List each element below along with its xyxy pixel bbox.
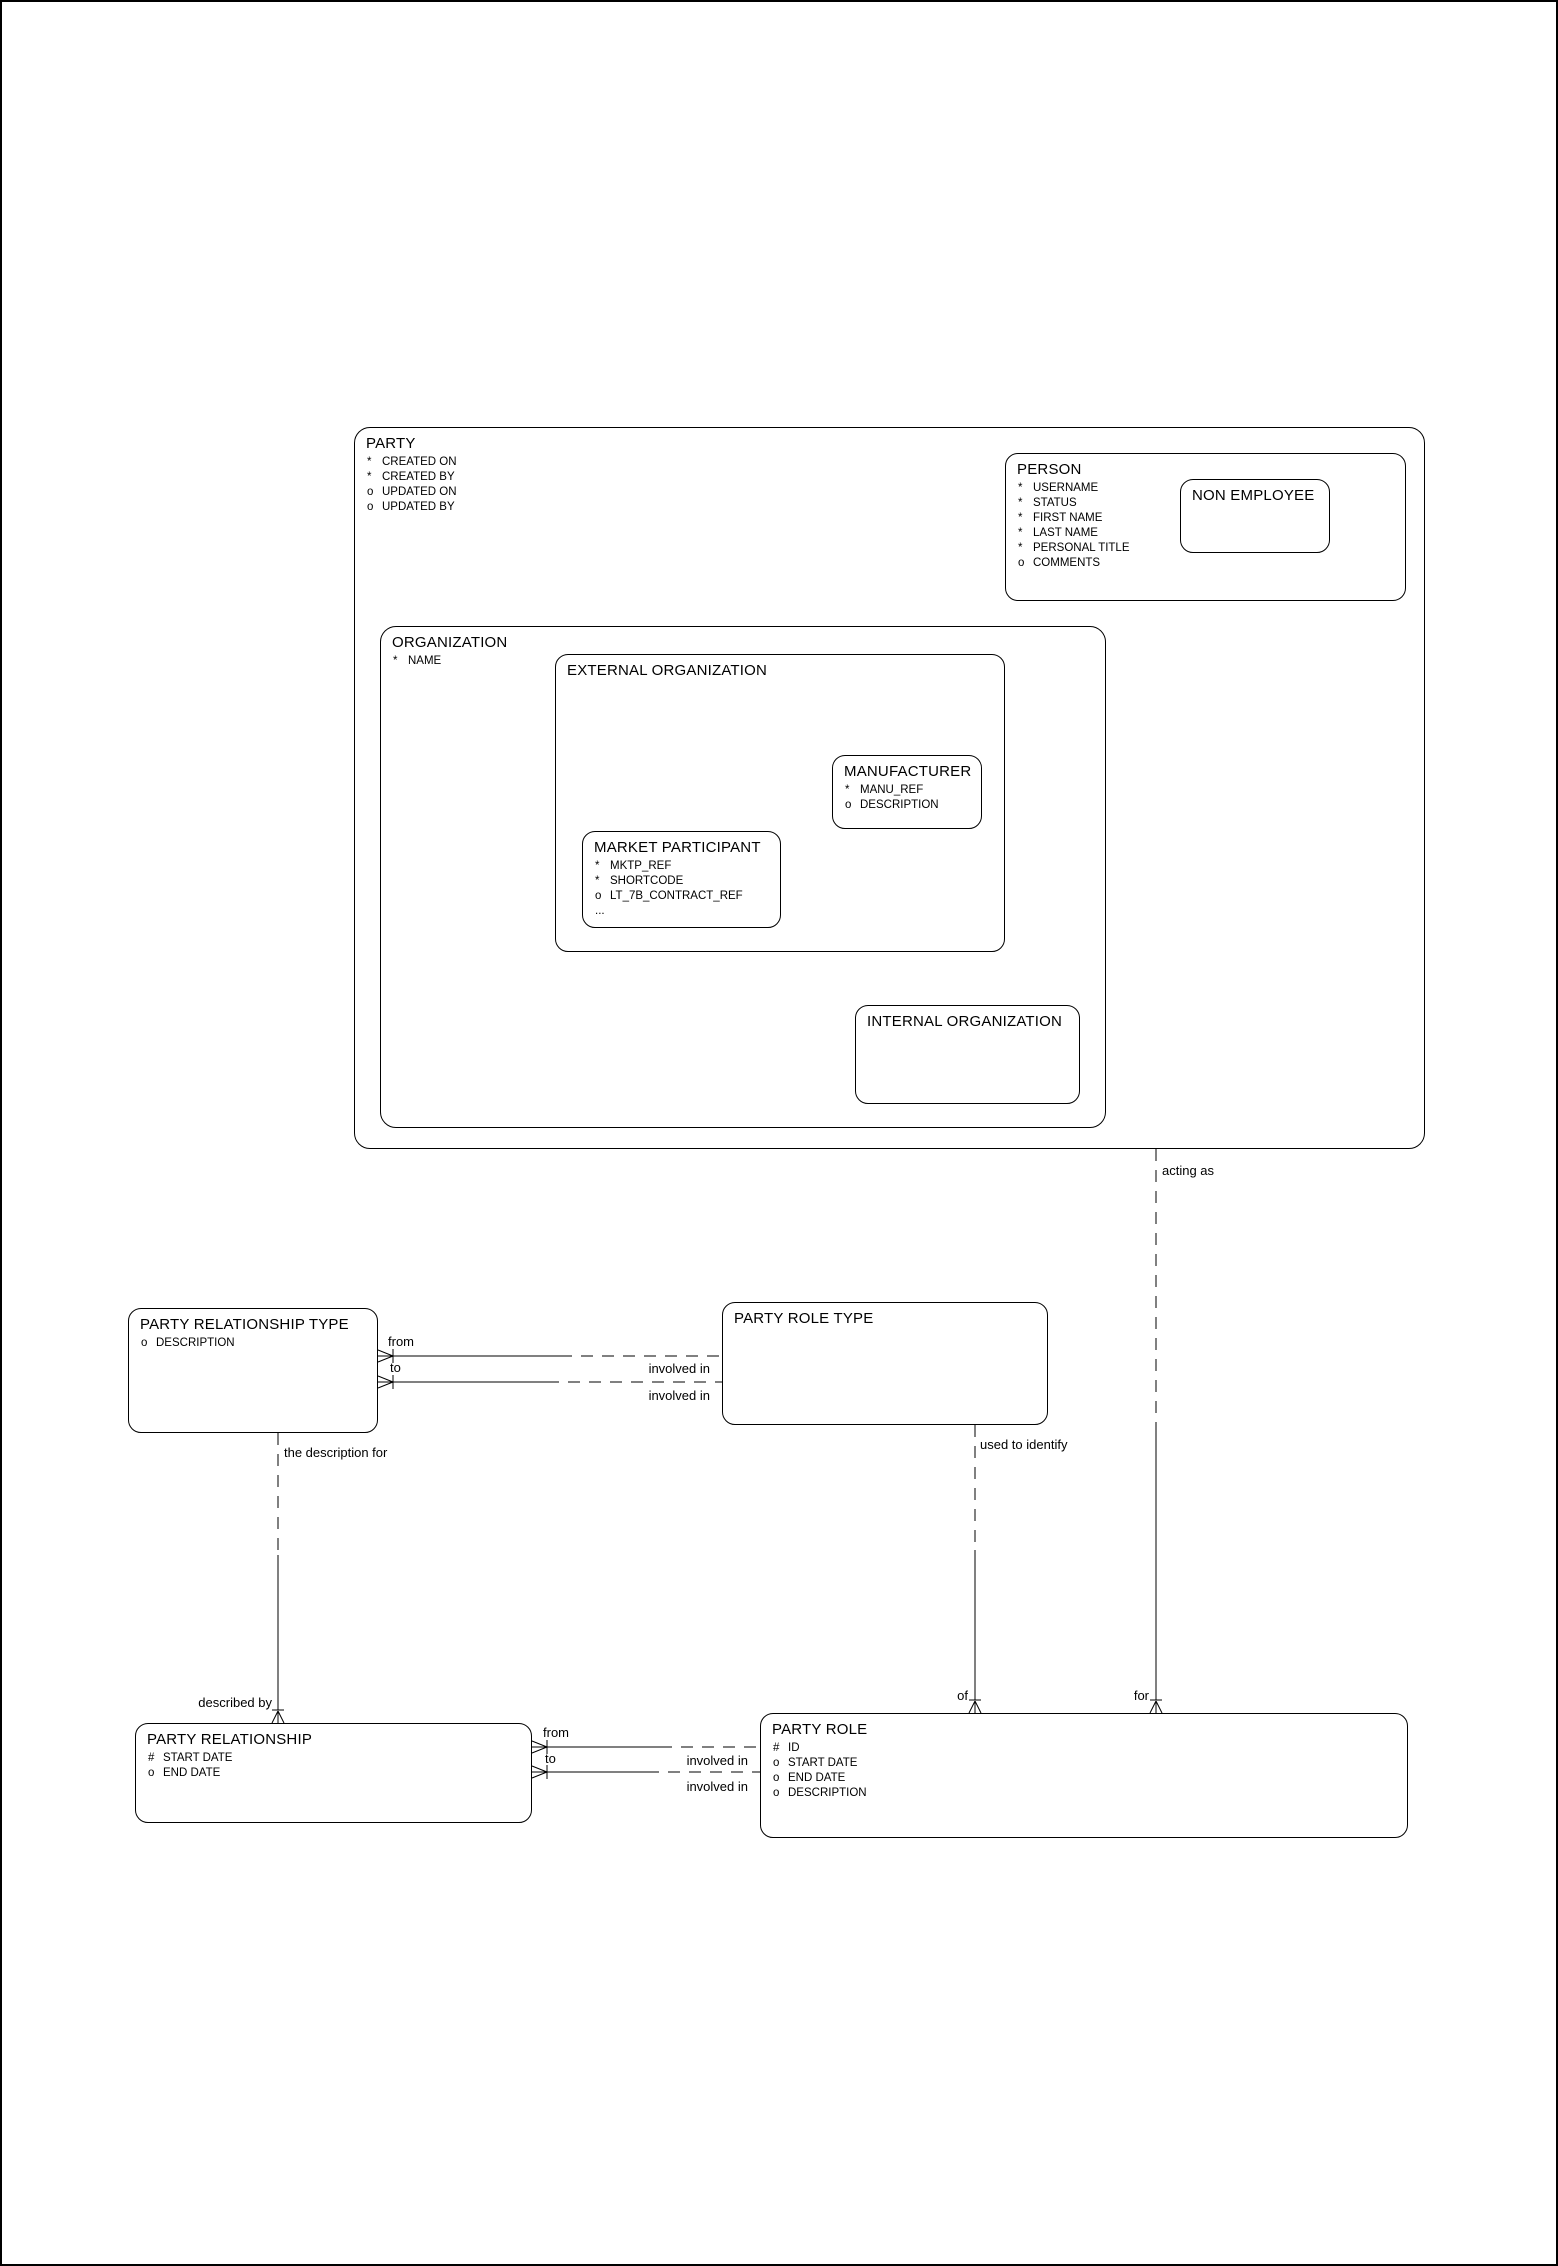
entity-non-employee[interactable]: NON EMPLOYEE (1180, 479, 1330, 553)
entity-title: MARKET PARTICIPANT (594, 839, 761, 856)
entity-attributes: *USERNAME *STATUS *FIRST NAME *LAST NAME… (1018, 482, 1130, 569)
entity-organization[interactable]: ORGANIZATION *NAME EXTERNAL ORGANIZATION… (380, 626, 1106, 1128)
entity-title: PARTY (366, 435, 416, 452)
entity-title: PERSON (1017, 461, 1082, 478)
rel-label-type-to: to (390, 1360, 401, 1375)
entity-title: PARTY ROLE (772, 1721, 868, 1738)
rel-label-for: for (1133, 1688, 1149, 1703)
rel-label-type-from: from (388, 1334, 414, 1349)
relationship-description-for-line[interactable] (271, 1433, 285, 1724)
rel-label-the-description-for: the description for (284, 1445, 388, 1460)
relationship-used-to-identify-line[interactable] (968, 1425, 982, 1714)
rel-label-rel-from-far: involved in (686, 1753, 748, 1768)
rel-label-type-to-far: involved in (648, 1388, 710, 1403)
entity-internal-organization[interactable]: INTERNAL ORGANIZATION (855, 1005, 1080, 1104)
rel-label-type-from-far: involved in (648, 1361, 710, 1376)
relationship-acting-as-line[interactable] (1149, 1149, 1163, 1714)
entity-title: MANUFACTURER (844, 763, 972, 780)
rel-label-described-by: described by (198, 1695, 272, 1710)
entity-title: EXTERNAL ORGANIZATION (567, 662, 768, 679)
entity-title: PARTY RELATIONSHIP (147, 1731, 313, 1748)
entity-person[interactable]: PERSON *USERNAME *STATUS *FIRST NAME *LA… (1005, 453, 1406, 601)
rel-label-rel-from: from (543, 1725, 569, 1740)
rel-label-rel-to: to (545, 1751, 556, 1766)
entity-title: PARTY RELATIONSHIP TYPE (140, 1316, 349, 1333)
rel-label-used-to-identify: used to identify (980, 1437, 1068, 1452)
rel-label-acting-as: acting as (1162, 1163, 1215, 1178)
entity-title: INTERNAL ORGANIZATION (867, 1013, 1063, 1030)
entity-title: NON EMPLOYEE (1192, 487, 1315, 504)
rel-label-of: of (957, 1688, 968, 1703)
entity-title: ORGANIZATION (392, 634, 508, 651)
entity-party-role-type[interactable]: PARTY ROLE TYPE (722, 1302, 1048, 1425)
entity-market-participant[interactable]: MARKET PARTICIPANT *MKTP_REF *SHORTCODE … (582, 831, 781, 928)
entity-attributes: *NAME (393, 655, 442, 667)
relationship-type-to-line[interactable] (377, 1375, 722, 1389)
entity-external-organization[interactable]: EXTERNAL ORGANIZATION MANUFACTURER *MANU… (555, 654, 1005, 952)
rel-label-rel-to-far: involved in (686, 1779, 748, 1794)
entity-title: PARTY ROLE TYPE (734, 1310, 874, 1327)
relationship-rel-from-line[interactable] (531, 1740, 760, 1754)
